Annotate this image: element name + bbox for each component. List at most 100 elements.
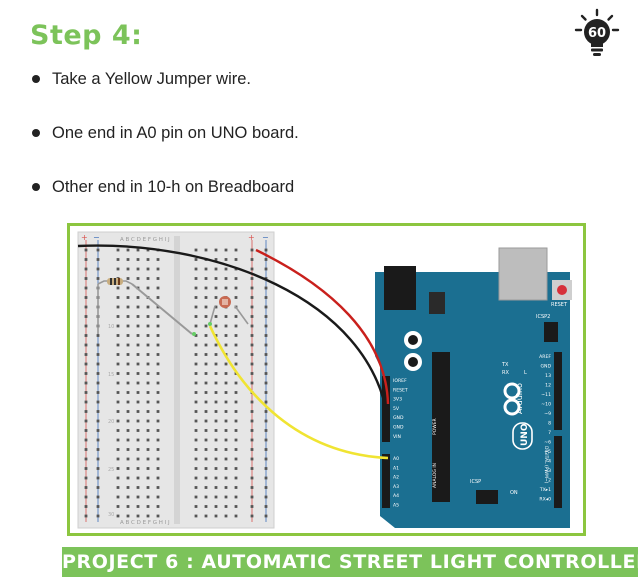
breadboard-hole (250, 372, 254, 375)
breadboard-hole (204, 334, 208, 337)
breadboard-hole (234, 514, 238, 518)
breadboard-hole (84, 486, 88, 489)
breadboard-hole (264, 362, 268, 366)
breadboard-hole (126, 514, 130, 518)
breadboard-hole (224, 419, 228, 423)
breadboard-hole (136, 248, 140, 252)
bullet-icon (32, 75, 40, 83)
bb-columns-top: A B C D E F G H I J (120, 237, 170, 243)
breadboard-hole (96, 400, 100, 404)
breadboard-hole (156, 419, 160, 423)
breadboard-hole (224, 391, 228, 394)
reset-button[interactable] (557, 285, 567, 295)
breadboard-hole (204, 286, 208, 290)
breadboard-hole (264, 248, 268, 252)
breadboard-hole (96, 277, 100, 280)
breadboard-hole (136, 324, 140, 328)
breadboard-hole (224, 457, 228, 461)
breadboard-hole (234, 419, 238, 423)
breadboard-hole (116, 381, 120, 385)
breadboard-hole (156, 296, 160, 299)
breadboard-hole (146, 486, 150, 489)
breadboard-hole (224, 315, 228, 318)
breadboard-hole (194, 267, 198, 271)
breadboard-hole (224, 467, 228, 470)
breadboard-hole (214, 486, 218, 489)
breadboard-hole (250, 277, 254, 280)
breadboard-hole (84, 372, 88, 375)
breadboard-hole (194, 476, 198, 480)
breadboard-hole (204, 476, 208, 480)
breadboard-hole (224, 334, 228, 337)
breadboard-hole (84, 343, 88, 347)
breadboard-hole (224, 400, 228, 404)
breadboard-hole (194, 381, 198, 385)
icsp-header (476, 490, 498, 504)
breadboard-hole (224, 267, 228, 271)
icsp2-label: ICSP2 (536, 314, 550, 320)
black-jumper-wire (77, 244, 390, 421)
breadboard-hole (214, 467, 218, 470)
breadboard-hole (194, 362, 198, 366)
breadboard-hole (204, 429, 208, 432)
breadboard-hole (84, 353, 88, 356)
breadboard-hole (204, 296, 208, 299)
breadboard-hole (84, 267, 88, 271)
breadboard-hole (136, 267, 140, 271)
breadboard-hole (146, 495, 150, 499)
breadboard-hole (264, 286, 268, 290)
breadboard-hole (136, 410, 140, 413)
breadboard-hole (156, 277, 160, 280)
l-label: L (524, 370, 527, 376)
breadboard-hole (126, 362, 130, 366)
breadboard-hole (156, 448, 160, 451)
breadboard-hole (116, 514, 120, 518)
breadboard-hole (224, 248, 228, 252)
breadboard-hole (146, 277, 150, 280)
breadboard-hole (136, 467, 140, 470)
breadboard-hole (250, 495, 254, 499)
badge-number: 60 (588, 26, 606, 41)
breadboard-hole (194, 258, 198, 261)
breadboard-hole (194, 343, 198, 347)
breadboard-hole (146, 343, 150, 347)
rx-label: RX (502, 370, 509, 376)
breadboard-hole (136, 277, 140, 280)
breadboard-hole (156, 353, 160, 356)
breadboard-hole (96, 438, 100, 442)
breadboard-hole (194, 438, 198, 442)
breadboard-hole (96, 372, 100, 375)
breadboard-hole (214, 514, 218, 518)
breadboard-hole (234, 324, 238, 328)
breadboard-hole (116, 324, 120, 328)
breadboard-hole (116, 258, 120, 261)
breadboard-hole (126, 467, 130, 470)
bullet-icon (32, 129, 40, 137)
digital-header-high (554, 352, 562, 430)
breadboard-hole (84, 467, 88, 470)
breadboard-hole (204, 277, 208, 280)
breadboard-hole (250, 353, 254, 356)
breadboard-hole (234, 400, 238, 404)
digital-pin-label: 13 (545, 373, 551, 379)
breadboard-hole (156, 400, 160, 404)
digital-pin-label: 2 (548, 478, 551, 484)
breadboard-hole (126, 400, 130, 404)
breadboard-hole (214, 505, 218, 508)
breadboard-hole (84, 324, 88, 328)
breadboard-hole (96, 495, 100, 499)
breadboard-hole (146, 429, 150, 432)
breadboard-hole (250, 258, 254, 261)
breadboard-hole (156, 324, 160, 328)
breadboard-hole (224, 324, 228, 328)
breadboard-hole (194, 324, 198, 328)
breadboard-hole (96, 457, 100, 461)
breadboard-hole (146, 457, 150, 461)
power-header-label: POWER (432, 418, 438, 435)
breadboard-hole (194, 400, 198, 404)
breadboard-hole (264, 410, 268, 413)
breadboard-hole (214, 324, 218, 328)
bb-row-number: 15 (108, 372, 114, 378)
breadboard-hole (126, 286, 130, 290)
breadboard-hole (224, 438, 228, 442)
